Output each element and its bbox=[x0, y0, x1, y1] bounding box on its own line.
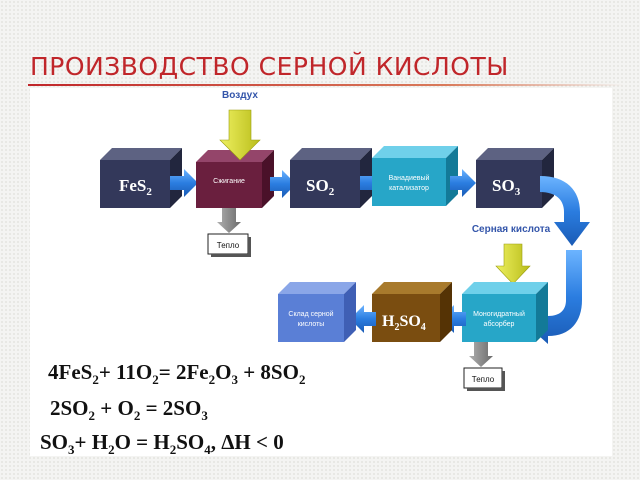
catalyst-label-line1: Ванадиевый bbox=[389, 174, 430, 182]
air-label: Воздух bbox=[222, 90, 258, 101]
curved-arrow-so3-down bbox=[540, 176, 590, 246]
storage-box bbox=[278, 282, 356, 342]
equation-absorption: SO3+ H2O = H2SO4, ΔH < 0 bbox=[40, 430, 284, 458]
arrow-burning-to-so2 bbox=[270, 170, 296, 198]
storage-label-line1: Склад серной bbox=[288, 310, 333, 318]
catalyst-label-line2: катализатор bbox=[389, 185, 429, 192]
heat-arrow-top bbox=[217, 208, 241, 233]
so2-box bbox=[290, 148, 372, 208]
slide-title: ПРОИЗВОДСТВО СЕРНОЙ КИСЛОТЫ bbox=[30, 52, 509, 81]
heat-box-top bbox=[207, 233, 251, 257]
absorber-box bbox=[462, 282, 548, 342]
arrow-absorber-to-h2so4 bbox=[440, 305, 466, 333]
equation-roasting: 4FeS2+ 11O2= 2Fe2O3 + 8SO2 bbox=[48, 360, 306, 388]
title-underline bbox=[28, 84, 624, 86]
so3-label: SO3 bbox=[492, 176, 521, 198]
catalyst-box bbox=[372, 146, 458, 206]
sulfuric-acid-label: Серная кислота bbox=[472, 224, 551, 235]
heat-label-top: Тепло bbox=[217, 241, 240, 250]
so2-label: SO2 bbox=[306, 176, 335, 198]
h2so4-box bbox=[372, 282, 452, 342]
heat-label-bottom: Тепло bbox=[472, 375, 495, 384]
acid-feed-arrow bbox=[495, 243, 531, 285]
burning-box bbox=[196, 150, 274, 208]
fes2-box bbox=[100, 148, 182, 208]
absorber-label-line1: Моногидратный bbox=[473, 310, 525, 318]
heat-arrow-bottom bbox=[469, 342, 493, 367]
arrow-catalyst-to-so3 bbox=[450, 169, 476, 197]
h2so4-label: H2SO4 bbox=[382, 313, 426, 333]
storage-label-line2: кислоты bbox=[298, 321, 325, 328]
burning-label: Сжигание bbox=[213, 178, 245, 185]
equation-oxidation: 2SO2 + O2 = 2SO3 bbox=[50, 396, 208, 424]
arrow-h2so4-to-storage bbox=[350, 305, 376, 333]
arrow-fes2-to-burning bbox=[170, 169, 198, 197]
air-arrow bbox=[219, 109, 261, 161]
fes2-label: FeS2 bbox=[119, 176, 152, 198]
absorber-label-line2: абсорбер bbox=[484, 320, 515, 328]
so3-box bbox=[476, 148, 554, 208]
heat-box-bottom bbox=[463, 367, 505, 391]
